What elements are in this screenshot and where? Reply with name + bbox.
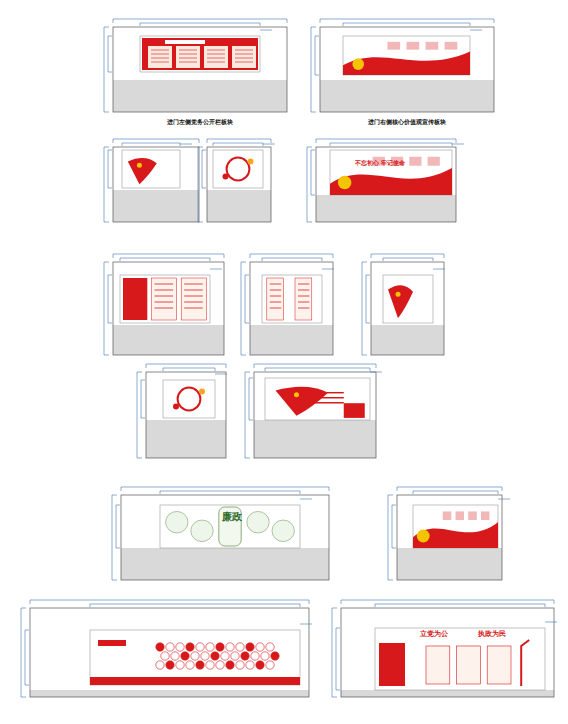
wall-panel	[21, 600, 312, 697]
wall-panel	[245, 364, 382, 458]
wall-panel: 进门右侧核心价值观宣传板块	[320, 27, 494, 112]
wall-panel	[388, 487, 510, 580]
wall-panel	[104, 139, 199, 222]
wall-panel	[362, 254, 445, 355]
wall-panel	[137, 364, 227, 458]
wall-panel	[198, 139, 275, 222]
wall-panel	[112, 487, 329, 580]
wall-panel	[104, 254, 224, 355]
wall-panel	[332, 600, 557, 697]
board-slogan: 廉政	[222, 512, 242, 522]
board-slogan: 立党为公	[420, 631, 448, 638]
wall-panel	[241, 254, 334, 355]
wall-panel	[307, 139, 464, 222]
wall-panel	[311, 19, 494, 112]
panel-caption: 进门左侧党务公开栏板块	[113, 118, 287, 127]
wall-panel	[104, 19, 287, 112]
panel-caption: 进门右侧核心价值观宣传板块	[320, 118, 494, 127]
wall-panel: 进门左侧党务公开栏板块	[113, 27, 287, 112]
board-slogan: 执政为民	[478, 631, 506, 638]
board-slogan: 不忘初心 牢记使命	[355, 160, 405, 166]
